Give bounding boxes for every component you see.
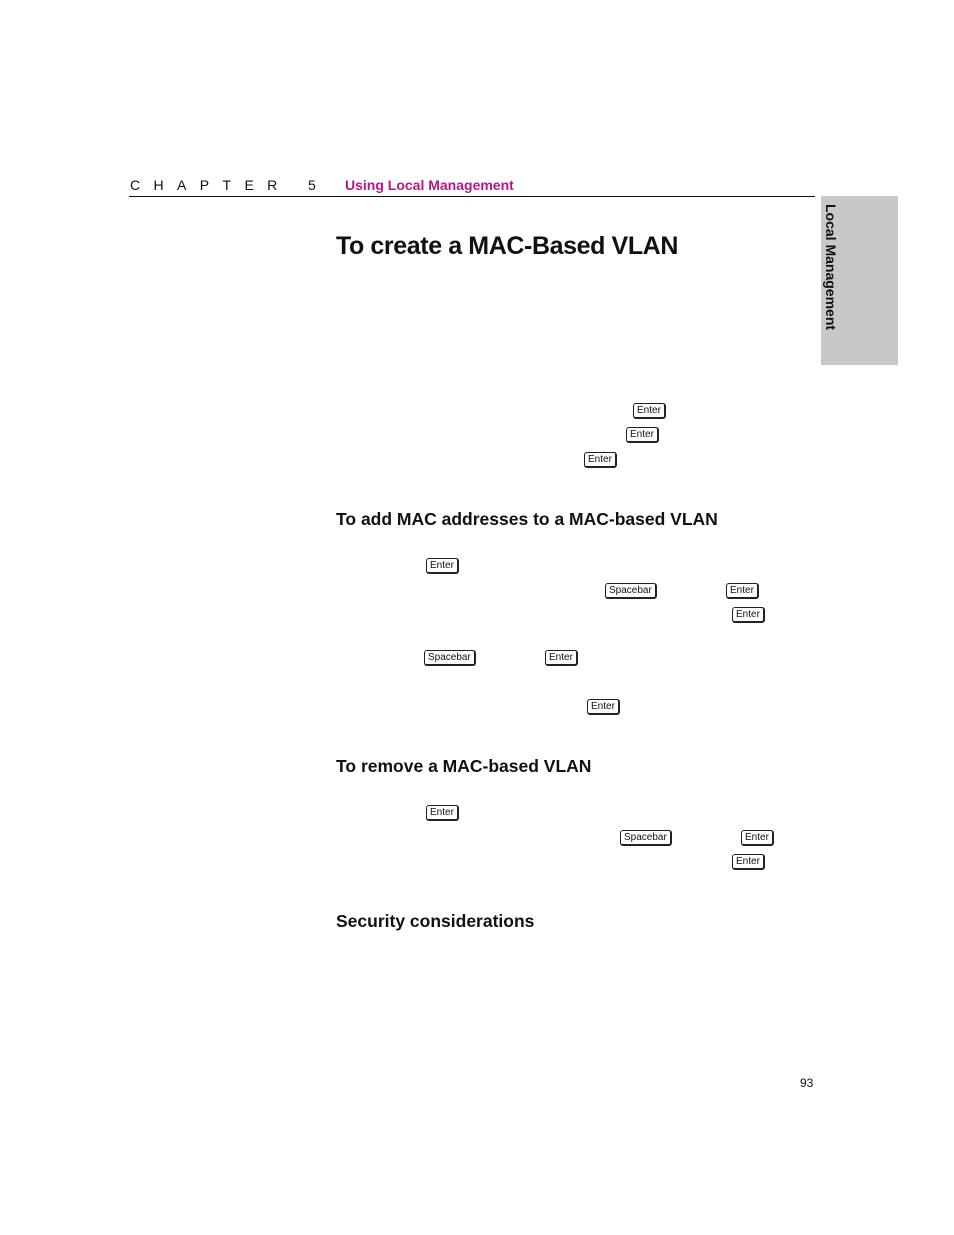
enter-key: Enter bbox=[545, 650, 578, 666]
enter-key: Enter bbox=[726, 583, 759, 599]
enter-key: Enter bbox=[584, 452, 617, 468]
enter-key: Enter bbox=[626, 427, 659, 443]
section-heading-security: Security considerations bbox=[336, 911, 535, 931]
spacebar-key: Spacebar bbox=[605, 583, 657, 599]
spacebar-key: Spacebar bbox=[424, 650, 476, 666]
spacebar-key: Spacebar bbox=[620, 830, 672, 846]
enter-key: Enter bbox=[732, 607, 765, 623]
page-number: 93 bbox=[800, 1076, 814, 1090]
page-title: To create a MAC-Based VLAN bbox=[336, 232, 678, 260]
header-divider bbox=[129, 196, 815, 197]
enter-key: Enter bbox=[426, 805, 459, 821]
side-tab-label: Local Management bbox=[823, 204, 839, 331]
side-tab: Local Management bbox=[821, 196, 898, 365]
chapter-title: Using Local Management bbox=[345, 177, 514, 193]
enter-key: Enter bbox=[633, 403, 666, 419]
enter-key: Enter bbox=[426, 558, 459, 574]
enter-key: Enter bbox=[741, 830, 774, 846]
section-heading-remove-vlan: To remove a MAC-based VLAN bbox=[336, 756, 592, 776]
section-heading-add-mac: To add MAC addresses to a MAC-based VLAN bbox=[336, 509, 718, 529]
enter-key: Enter bbox=[587, 699, 620, 715]
enter-key: Enter bbox=[732, 854, 765, 870]
chapter-label: CHAPTER 5 bbox=[130, 177, 330, 193]
